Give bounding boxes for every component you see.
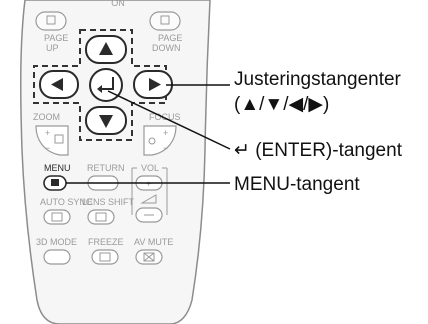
svg-text:−: −	[163, 143, 168, 153]
av-mute-label: AV MUTE	[134, 237, 173, 247]
focus-label: FOCUS	[149, 112, 181, 122]
svg-text:+: +	[163, 128, 168, 138]
right-arrow-icon	[149, 78, 161, 91]
adjust-keys-callout-line2: (▲/▼/◀/▶)	[234, 94, 329, 115]
enter-icon	[99, 77, 114, 90]
3d-mode-label: 3D MODE	[36, 237, 77, 247]
up-arrow-icon	[99, 42, 113, 55]
zoom-button[interactable]: + −	[35, 125, 69, 156]
top-partial-label: ON	[111, 0, 125, 8]
zoom-icon	[54, 134, 64, 144]
page-up-label-1: PAGE	[44, 33, 68, 43]
menu-button[interactable]	[43, 175, 67, 191]
focus-button[interactable]: + −	[143, 125, 177, 156]
lens-shift-icon	[95, 212, 107, 222]
arrow-keys-dashed-outline	[33, 29, 167, 141]
auto-sync-button[interactable]	[43, 209, 71, 225]
left-arrow-icon	[51, 78, 63, 91]
adjust-keys-callout-line1: Justeringstangenter	[234, 69, 402, 90]
svg-text:−: −	[45, 143, 50, 153]
av-mute-icon	[143, 252, 155, 262]
page-down-button[interactable]	[149, 11, 181, 31]
lens-shift-label: LENS SHIFT	[82, 197, 135, 207]
page-up-label-2: UP	[46, 43, 59, 53]
page-down-label-2: DOWN	[152, 43, 181, 53]
page-up-button[interactable]	[35, 11, 67, 31]
enter-leader-line	[107, 90, 231, 150]
zoom-label: ZOOM	[33, 112, 60, 122]
vol-label: VOL	[141, 163, 159, 173]
svg-text:+: +	[146, 179, 151, 189]
down-arrow-button[interactable]	[85, 106, 127, 135]
up-arrow-button[interactable]	[85, 35, 127, 64]
left-arrow-button[interactable]	[39, 70, 79, 99]
auto-sync-icon	[51, 212, 63, 222]
focus-icon	[148, 137, 156, 145]
menu-label: MENU	[44, 163, 71, 173]
down-arrow-icon	[99, 115, 113, 128]
return-label: RETURN	[87, 163, 125, 173]
menu-icon	[51, 179, 59, 186]
volume-icon	[140, 194, 157, 204]
page-down-label-1: PAGE	[158, 33, 182, 43]
svg-text:+: +	[45, 128, 50, 138]
enter-key-callout: ↵ (ENTER)-tangent	[234, 140, 403, 161]
volume-down-button[interactable]	[135, 207, 163, 223]
auto-sync-label: AUTO SYNC	[40, 197, 93, 207]
freeze-label: FREEZE	[88, 237, 124, 247]
3d-mode-button[interactable]	[43, 249, 71, 265]
vol-bracket	[131, 167, 168, 215]
freeze-button[interactable]	[91, 249, 119, 265]
right-arrow-button[interactable]	[133, 70, 173, 99]
menu-key-callout: MENU-tangent	[234, 174, 360, 195]
enter-button[interactable]	[89, 68, 123, 102]
lens-shift-button[interactable]	[87, 209, 115, 225]
av-mute-button[interactable]	[135, 249, 163, 265]
freeze-icon	[99, 252, 111, 262]
